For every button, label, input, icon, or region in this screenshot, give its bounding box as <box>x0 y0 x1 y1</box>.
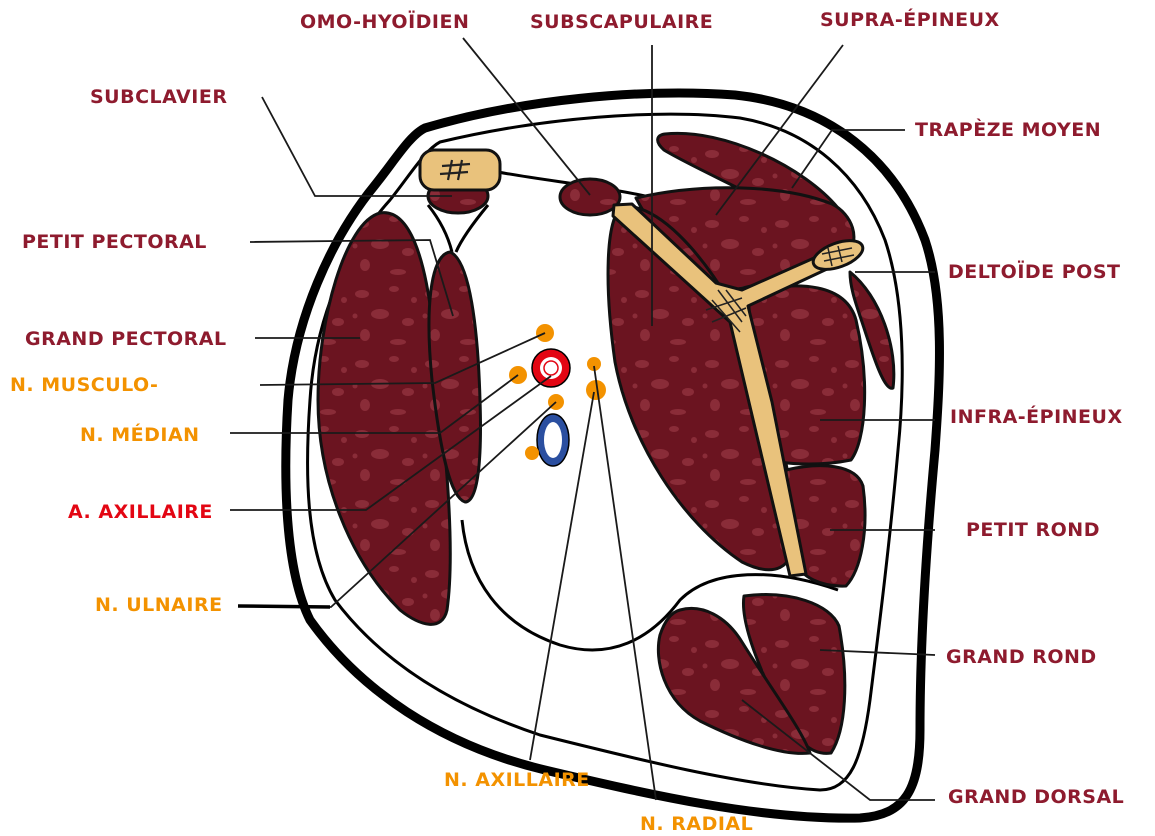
label-a-axillaire: A. AXILLAIRE <box>68 501 213 523</box>
medial-cutaneous-nerve <box>525 446 539 460</box>
label-grand-dorsal: GRAND DORSAL <box>948 786 1124 808</box>
label-n-ulnaire: N. ULNAIRE <box>95 594 223 616</box>
label-n-axillaire: N. AXILLAIRE <box>444 769 590 791</box>
omo-hyoidien-muscle <box>560 179 620 215</box>
label-n-radial: N. RADIAL <box>640 813 753 835</box>
label-n-median: N. MÉDIAN <box>80 423 200 446</box>
label-petit-pectoral: PETIT PECTORAL <box>22 231 207 253</box>
label-trapeze-moyen: TRAPÈZE MOYEN <box>915 118 1101 141</box>
label-omo-hyoidien: OMO-HYOÏDIEN <box>300 9 469 33</box>
label-petit-rond: PETIT ROND <box>966 519 1100 541</box>
label-subscapulaire: SUBSCAPULAIRE <box>530 11 713 33</box>
axillary-vein-lumen <box>544 422 562 458</box>
label-grand-pectoral: GRAND PECTORAL <box>25 328 227 350</box>
label-n-musculo: N. MUSCULO- <box>10 374 158 396</box>
label-infra-epineux: INFRA-ÉPINEUX <box>950 405 1123 428</box>
label-supra-epineux: SUPRA-ÉPINEUX <box>820 8 1000 31</box>
label-subclavier: SUBCLAVIER <box>90 86 227 108</box>
label-deltoide-post: DELTOÏDE POST <box>948 259 1120 283</box>
leader-line-n-ulnaire-bold <box>238 606 330 607</box>
grand-pectoral-muscle <box>318 213 450 625</box>
label-grand-rond: GRAND ROND <box>946 646 1097 668</box>
